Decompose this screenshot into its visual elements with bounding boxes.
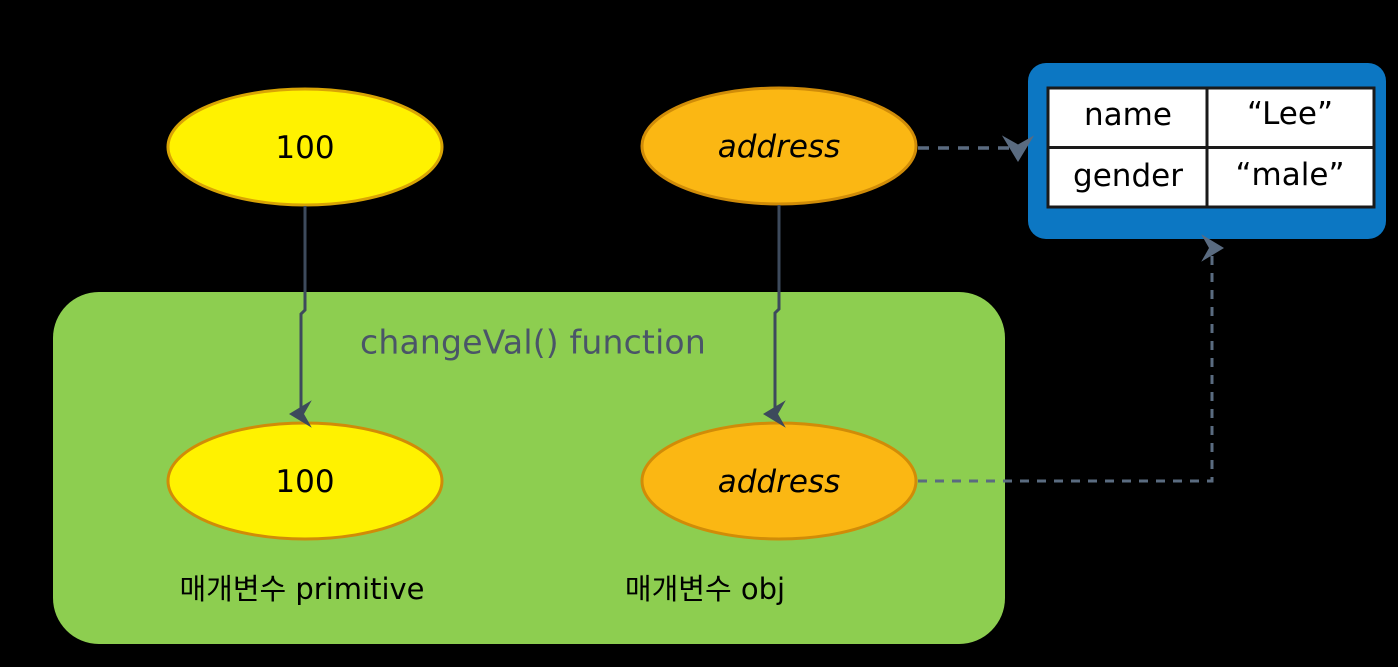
outer-reference-ellipse [640, 86, 918, 206]
primitive-copy-arrow [289, 206, 312, 428]
param-primitive-ellipse [166, 421, 444, 541]
param-object-ellipse [640, 421, 918, 541]
reference-copy-arrow [763, 205, 786, 428]
outer-primitive-ellipse [166, 87, 444, 207]
function-scope-block [53, 292, 1005, 644]
param-address-to-object-arrow [918, 234, 1224, 483]
